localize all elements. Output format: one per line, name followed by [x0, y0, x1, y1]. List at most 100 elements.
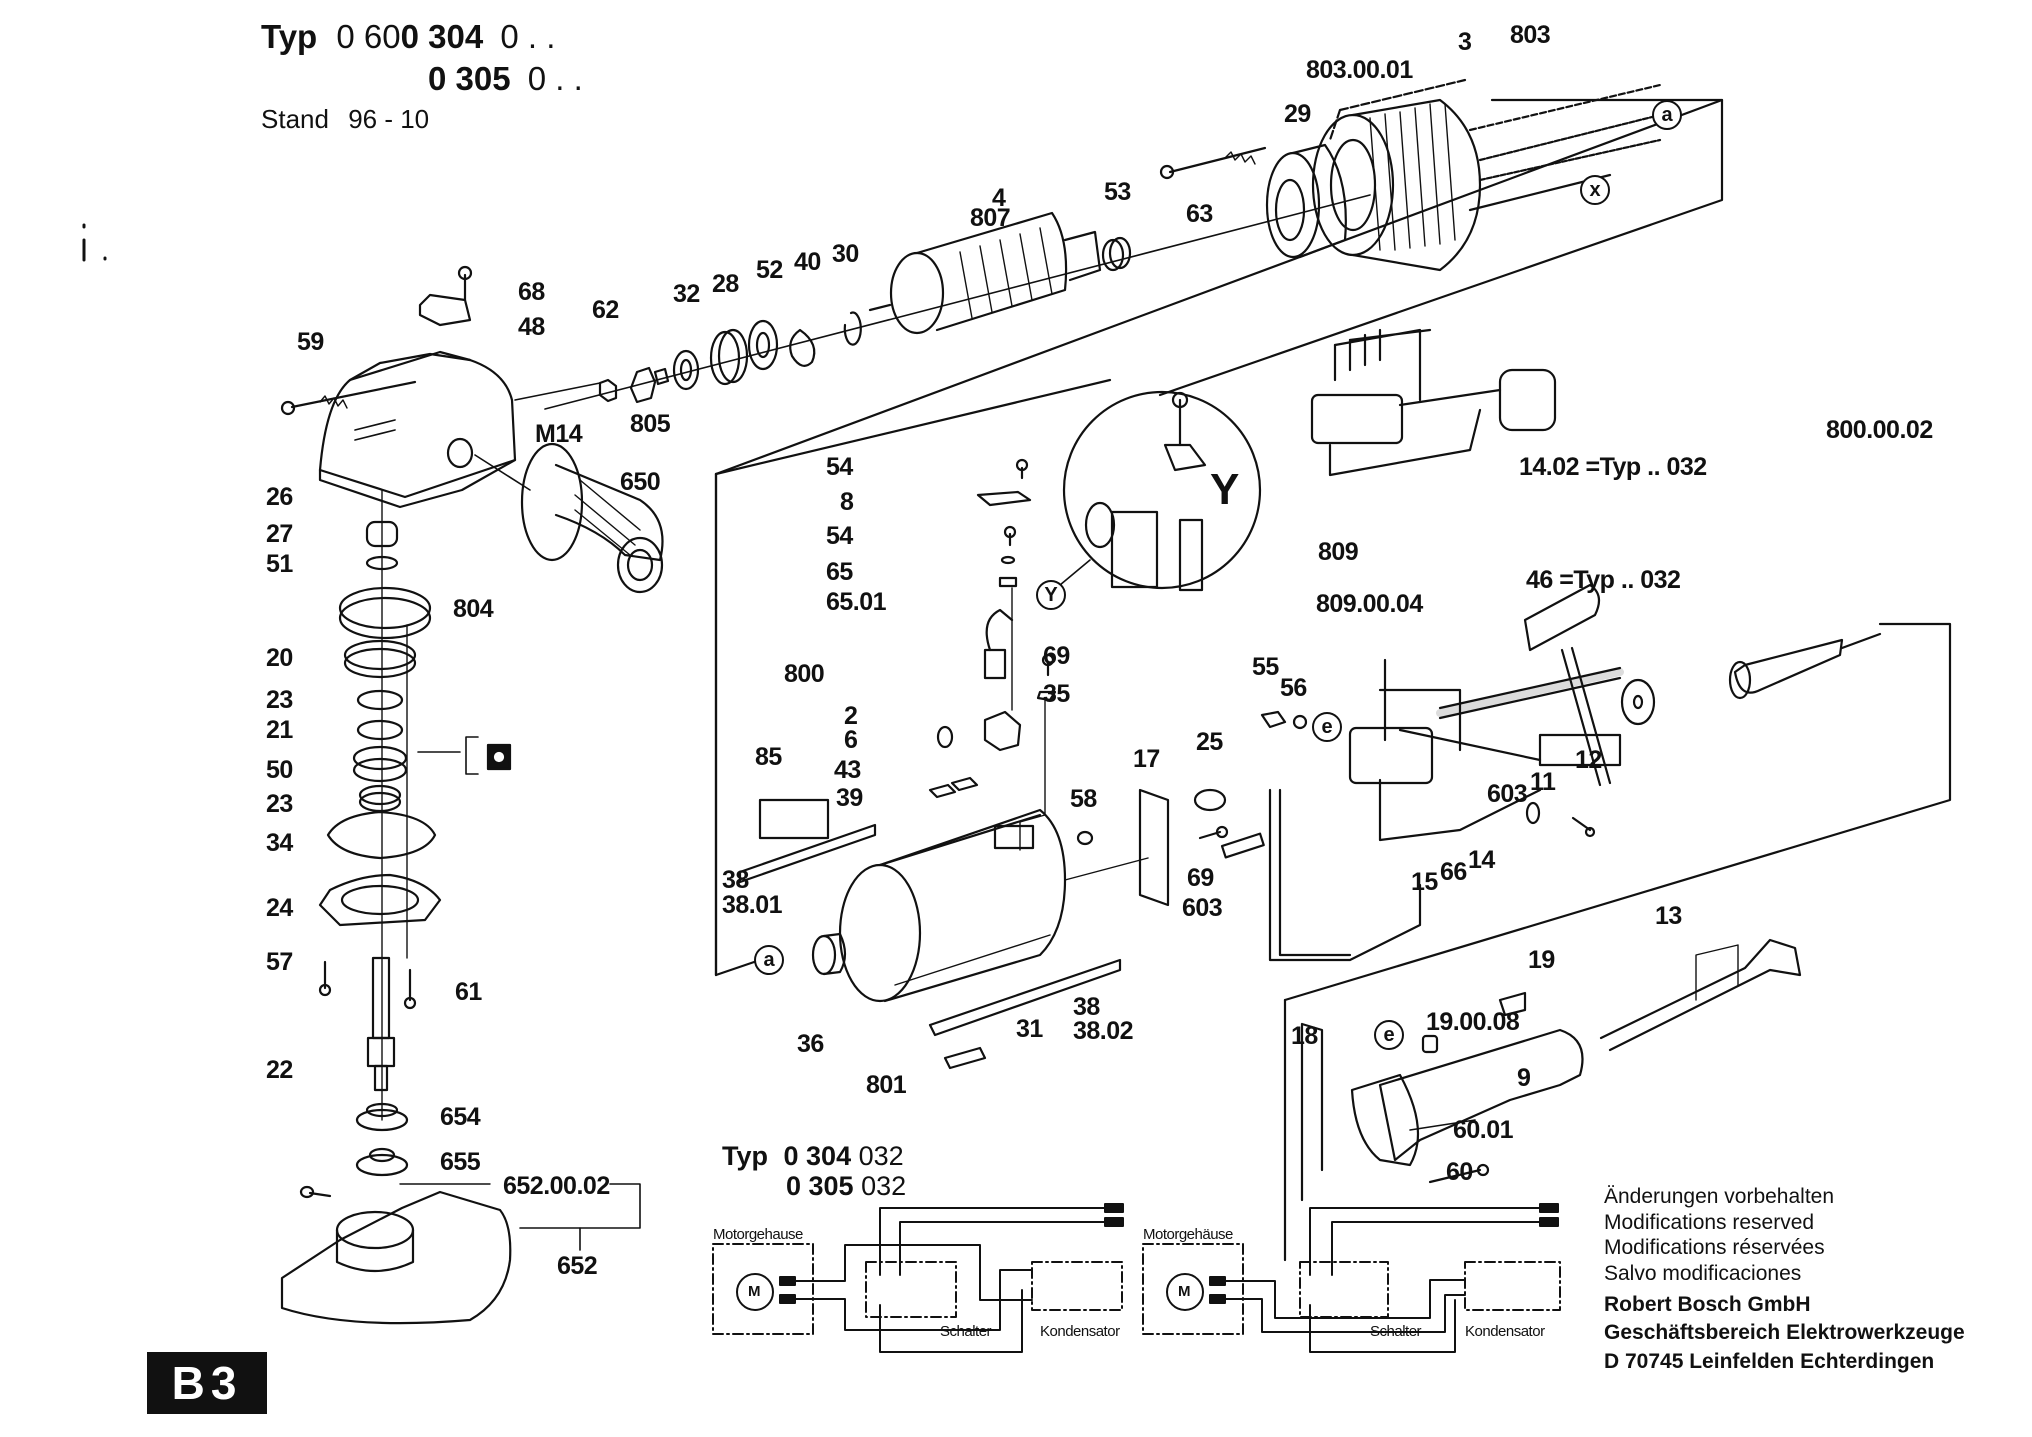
part-label: 52	[756, 256, 783, 284]
part-label: 34	[266, 829, 293, 857]
part-label: 57	[266, 948, 293, 976]
reference-circle-a-2: a	[754, 945, 784, 975]
detail-marker-y: Y	[1210, 465, 1240, 514]
part-label: 19	[1528, 946, 1555, 974]
part-label: 50	[266, 756, 293, 784]
part-label: 800	[784, 660, 825, 688]
part-label: 23	[266, 686, 293, 714]
part-label: 804	[453, 595, 494, 623]
part-label: 35	[1043, 680, 1070, 708]
wiring-type-line-1: Typ 0 304 032	[722, 1142, 904, 1170]
part-label: 58	[1070, 785, 1097, 813]
part-label: 4	[992, 184, 1006, 212]
type-suffix-2: 0 . .	[527, 60, 583, 97]
wiring-diagram-1	[712, 1203, 1124, 1353]
part-label: 31	[1016, 1015, 1043, 1043]
part-label: 6	[844, 726, 858, 754]
motor-housing-frame	[714, 378, 1112, 977]
company-name: Robert Bosch GmbH	[1604, 1293, 1811, 1316]
reference-circle-x: x	[1580, 175, 1610, 205]
wiring-type-bold-1: 0 304	[783, 1141, 852, 1171]
part-label: 805	[630, 410, 671, 438]
wiring-diagram-2	[1142, 1203, 1561, 1353]
revision-line: Stand 96 - 10	[261, 104, 429, 135]
guard-part-652	[280, 1183, 641, 1325]
part-label: 60	[1446, 1158, 1473, 1186]
screw-part-63	[1159, 146, 1267, 180]
part-label: 39	[836, 784, 863, 812]
part-label: 85	[755, 743, 782, 771]
part-label: 66	[1440, 858, 1467, 886]
part-label: 14	[1468, 846, 1495, 874]
part-label: 652.00.02	[503, 1172, 610, 1200]
part-label: 40	[794, 248, 821, 276]
part-label: 38	[1073, 993, 1100, 1021]
part-label: 26	[266, 483, 293, 511]
part-label: 650	[620, 468, 661, 496]
part-label: 68	[518, 278, 545, 306]
armature-part	[868, 211, 1102, 335]
motor-housing-label-2: Motorgehäuse	[1143, 1226, 1233, 1243]
part-label: 11	[1530, 768, 1556, 796]
ring-part-29	[1265, 143, 1347, 259]
part-label: 9	[1517, 1064, 1531, 1092]
type-prefix: 0 60	[336, 18, 401, 55]
part-label: 63	[1186, 200, 1213, 228]
type-suffix-1: 0 . .	[500, 18, 556, 55]
part-label: 53	[1104, 178, 1131, 206]
reference-circle-e: e	[1312, 712, 1342, 742]
part-label: 807	[970, 204, 1011, 232]
part-label: 43	[834, 756, 861, 784]
typ-label: Typ	[261, 18, 318, 55]
stator-part	[1311, 78, 1662, 272]
type-number-bold-1: 0 304	[400, 18, 484, 55]
switch-label-1: Schalter	[940, 1323, 992, 1340]
part-label: 12	[1575, 746, 1602, 774]
modification-notes: Änderungen vorbehalten Modifications res…	[1604, 1184, 1834, 1286]
company-location: D 70745 Leinfelden Echterdingen	[1604, 1349, 1935, 1373]
reference-circle-a: a	[1652, 100, 1682, 130]
stand-value: 96 - 10	[348, 104, 430, 134]
side-handle-part-650	[474, 442, 664, 594]
part-label: 55	[1252, 653, 1279, 681]
part-label: 603	[1182, 894, 1223, 922]
part-label: M14	[535, 420, 583, 448]
note-line: Modifications reserved	[1604, 1210, 1815, 1234]
small-parts-row	[598, 311, 862, 404]
part-label: 38.01	[722, 891, 783, 919]
motor-symbol-1: M	[748, 1283, 761, 1300]
rear-handle-part-9	[1300, 938, 1802, 1202]
note-line: Salvo modificaciones	[1604, 1261, 1802, 1285]
part-label: 61	[455, 978, 482, 1006]
part-label: 25	[1196, 728, 1223, 756]
part-label: 29	[1284, 100, 1311, 128]
motor-housing-part-801	[738, 776, 1265, 1070]
part-label: 603	[1487, 780, 1528, 808]
capacitor-label-2: Kondensator	[1465, 1323, 1545, 1340]
part-label: 803.00.01	[1306, 56, 1413, 84]
part-label: 809	[1318, 538, 1359, 566]
part-label: 65.01	[826, 588, 887, 616]
part-label: 15	[1411, 868, 1438, 896]
type-number-line-1: Typ 0 600 304 0 . .	[261, 20, 555, 53]
part-label: 38	[722, 866, 749, 894]
part-label: 13	[1655, 902, 1682, 930]
part-label: 28	[712, 270, 739, 298]
part-label: 48	[518, 313, 545, 341]
wiring-type-suffix-1: 032	[858, 1141, 904, 1171]
brush-holder-parts	[936, 390, 1262, 851]
gear-housing-part-26	[280, 265, 601, 509]
capacitor-label-1: Kondensator	[1040, 1323, 1120, 1340]
type-number-bold-2: 0 305	[428, 60, 511, 97]
part-label: 69	[1187, 864, 1214, 892]
company-division: Geschäftsbereich Elektrowerkzeuge	[1604, 1321, 1965, 1345]
part-label: 59	[297, 328, 324, 356]
part-label: 20	[266, 644, 293, 672]
part-label: 8	[840, 488, 854, 516]
note-line: Modifications réservées	[1604, 1236, 1825, 1260]
part-label: 803	[1510, 21, 1551, 49]
part-label: 69	[1043, 642, 1070, 670]
bearing-part-53	[1101, 236, 1132, 272]
scan-marks	[82, 223, 107, 262]
